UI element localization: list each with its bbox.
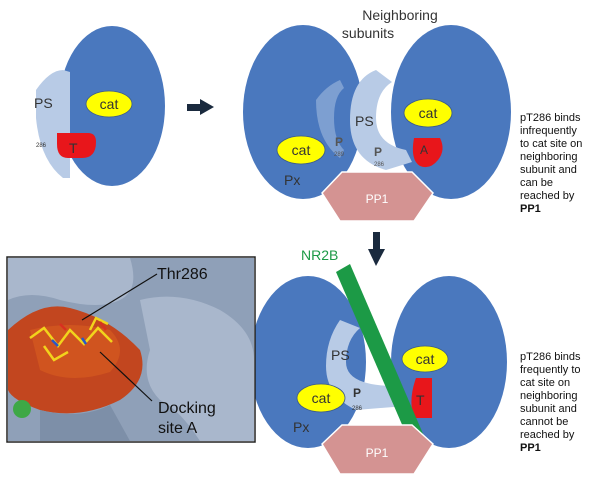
num-286-label-2: 286 [374,162,385,168]
cat-site [85,90,133,118]
docking-pointer [99,351,153,402]
a-label: A [420,143,428,157]
right-cat-label-3: cat [416,351,435,367]
left-cat-label-3: cat [312,390,331,406]
right-cat-label: cat [419,105,438,121]
note-infrequent: pT286 binds infrequently to cat site on … [520,112,583,215]
left-cat-site-3 [296,383,346,413]
t-label: T [69,140,78,156]
pp1-label-3: PP1 [366,446,389,460]
num-289-label: 289 [334,152,345,158]
px-label-3: Px [293,419,309,435]
cat-label: cat [100,96,119,112]
right-a-domain [412,138,443,168]
arrow-down [368,232,385,266]
left-subunit-ellipse [243,25,363,199]
p-label-289: P [335,135,343,149]
ps-label: PS [34,95,53,111]
neighboring-line1: Neighboring [362,7,438,23]
t-domain [57,133,96,158]
pp1-pentagon [321,171,434,222]
right-cat-site [403,98,453,128]
p-label-286: P [374,145,382,159]
ps-label-nr2b: PS [331,347,350,363]
note-frequent: pT286 binds frequently to cat site on ne… [520,351,581,454]
ps-arc-between [350,70,412,170]
neighboring-line2: subunits [342,25,394,41]
right-cat-site-3 [401,345,449,373]
num-286-label: 286 [36,143,47,149]
docking-line2: site A [158,420,197,437]
nr2b-bar [336,264,424,443]
px-label: Px [284,172,300,188]
thr286-pointer [81,273,158,321]
pp1-pentagon-3 [321,424,434,475]
ps-label-between: PS [355,113,374,129]
panel-neighboring-infrequent: Neighboring subunits PS cat cat P 289 P … [243,7,511,222]
nr2b-label: NR2B [301,247,338,263]
t-label-3: T [416,392,425,408]
pp1-label: PP1 [366,192,389,206]
left-cat-label: cat [292,142,311,158]
p-label-3: P [353,386,361,400]
structure-inset: Thr286 Docking site A [6,256,256,443]
arrow-right [187,99,214,115]
t-domain-3 [411,378,432,418]
panel-single-subunit: PS 286 cat T [34,26,165,186]
thr286-label: Thr286 [157,266,208,283]
docking-line1: Docking [158,400,216,417]
left-cat-site [276,135,326,165]
ps-arc [36,70,70,178]
panel-nr2b-frequent: NR2B PS cat cat T P 286 Px PP1 [250,247,507,475]
num-286-label-3: 286 [352,406,363,412]
left-ps-faded [316,80,344,158]
